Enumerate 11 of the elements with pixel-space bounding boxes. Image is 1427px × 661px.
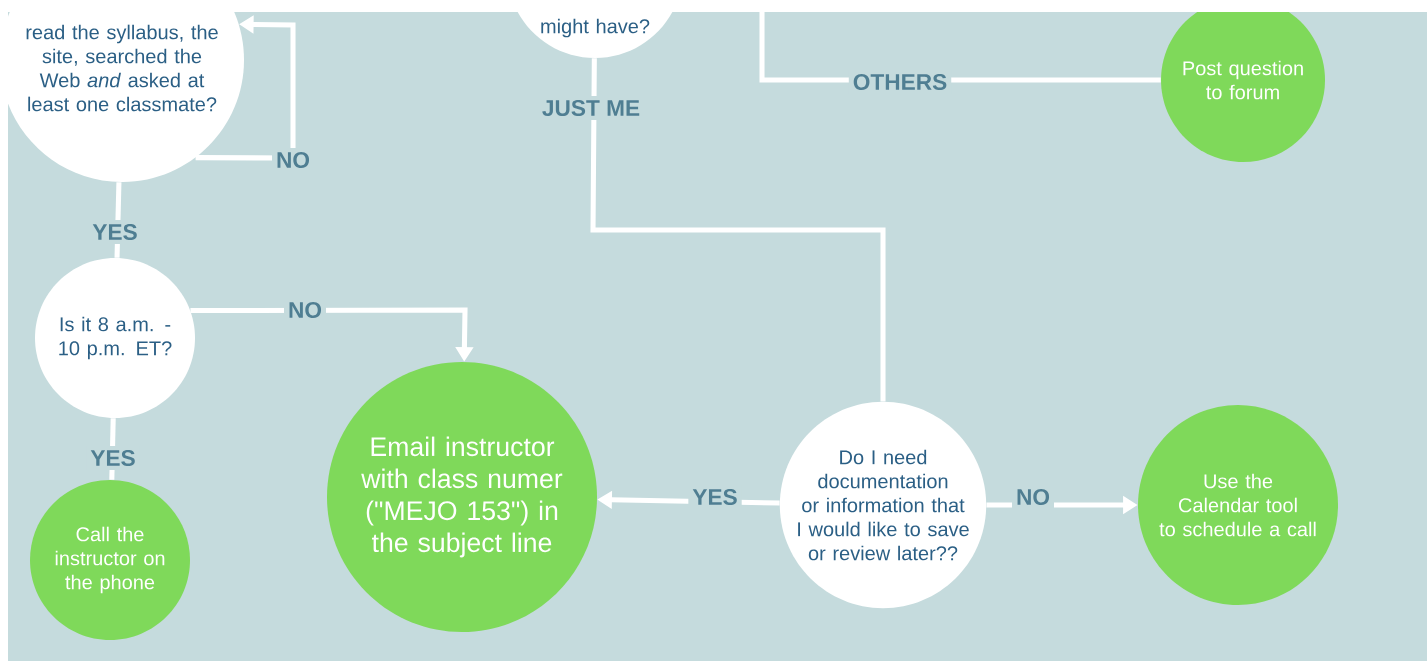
edge-label: YES	[688, 485, 742, 510]
edge-label: NO	[272, 148, 314, 173]
edge-label: YES	[86, 446, 140, 471]
connector	[590, 58, 886, 402]
node-label: read the syllabus, the site, searched the Web and asked at least one classmate?	[26, 24, 218, 112]
edge-label: JUST ME	[537, 96, 645, 121]
edge-label: NO	[284, 298, 326, 323]
edge-label: OTHERS	[848, 70, 952, 95]
edge-label: YES	[88, 220, 142, 245]
node-label: might have?	[541, 18, 650, 38]
edge-label: NO	[1012, 485, 1054, 510]
